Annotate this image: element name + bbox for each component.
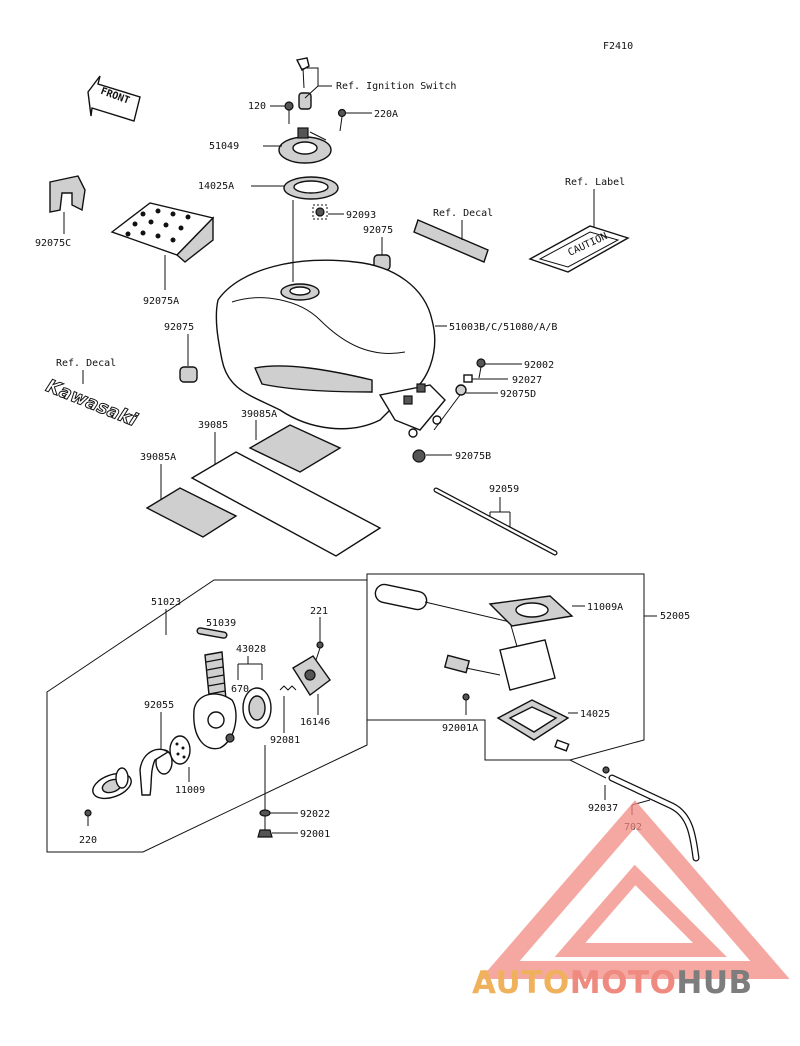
label-220a: 220A [374,109,398,120]
label-92093: 92093 [346,210,376,221]
screw-221-icon [315,641,324,661]
label-51049: 51049 [209,141,239,152]
bolt-92002-icon [476,358,486,379]
decal-strip-icon [413,219,489,263]
flange-plate-icon [92,767,132,800]
pad-39085a-left-icon [145,487,238,538]
label-92075c: 92075C [35,238,71,249]
kawasaki-text: Kawasaki [43,376,141,432]
watermark-auto: AUTO [472,965,570,1001]
label-39085: 39085 [198,420,228,431]
spring-92081-icon [279,685,297,691]
gasket-51039-icon [196,627,228,639]
watermark-text: AUTOMOTOHUB [472,965,753,1001]
ref-decal-right-label: Ref. Decal [433,208,493,219]
rubber-pad-icon [110,202,215,263]
label-51003: 51003B/C/51080/A/B [449,322,557,333]
label-16146: 16146 [300,717,330,728]
kawasaki-decal: Kawasaki [43,375,142,432]
label-92022: 92022 [300,809,330,820]
screw-220-icon [84,809,92,826]
damper-92075b-icon [412,449,426,463]
fuel-hose-702-icon [608,774,700,862]
label-92075-left: 92075 [164,322,194,333]
filter-11009-icon [169,735,191,765]
clamp-92037-icon [602,766,610,774]
label-670: 670 [231,684,249,695]
label-221: 221 [310,606,328,617]
ref-ignition-label: Ref. Ignition Switch [336,81,456,92]
fuel-cap-icon [278,127,332,164]
front-arrow: FRONT [87,75,141,122]
label-11009a: 11009A [587,602,623,613]
fuel-tank-icon [215,259,446,438]
level-sender-float-icon [374,583,428,611]
label-51039: 51039 [206,618,236,629]
bolt-220a-icon [337,108,347,132]
label-92059: 92059 [489,484,519,495]
label-51023: 51023 [151,597,181,608]
label-39085a-left: 39085A [140,452,176,463]
bolt-120-icon [284,101,294,124]
label-220: 220 [79,835,97,846]
label-92075b: 92075B [455,451,491,462]
label-14025: 14025 [580,709,610,720]
gasket-14025-icon [496,699,570,752]
label-92075: 92075 [363,225,393,236]
bolt-92001-icon [257,829,273,838]
label-92075d: 92075D [500,389,536,400]
ref-decal-left-label: Ref. Decal [56,358,116,369]
label-11009: 11009 [175,785,205,796]
label-43028: 43028 [236,644,266,655]
drain-hose-fitting-icon [312,204,328,220]
diaphragm-plate-icon [242,687,272,729]
label-92075a: 92075A [143,296,179,307]
rubber-bracket-icon [49,175,86,213]
label-14025a: 14025A [198,181,234,192]
sender-plate-icon [488,595,574,691]
strainer-icon [139,748,170,796]
pad-39085a-top-icon [248,424,342,473]
label-92002: 92002 [524,360,554,371]
fuel-cock-body-icon [193,651,237,750]
cover-16146-icon [292,655,331,697]
label-52005: 52005 [660,611,690,622]
label-39085a-top: 39085A [241,409,277,420]
fuel-cock-group-outline [46,579,368,853]
watermark-hub: HUB [676,965,753,1001]
caution-label-icon: CAUTION [528,225,630,273]
label-92081: 92081 [270,735,300,746]
breather-tube-icon [433,487,558,556]
washer-92022-icon [259,809,271,817]
fuel-gauge-group-outline [366,573,645,761]
watermark-logo [480,800,790,979]
label-92037: 92037 [588,803,618,814]
connector-icon [443,654,501,676]
label-92027: 92027 [512,375,542,386]
label-120: 120 [248,101,266,112]
watermark-moto: MOTO [569,965,677,1001]
damper-rubber-left-icon [179,366,198,383]
damper-92075d-icon [455,384,467,396]
screw-92001a-icon [462,693,470,715]
ignition-key-icon [295,57,312,110]
label-92001: 92001 [300,829,330,840]
ref-label-label: Ref. Label [565,177,625,188]
pad-39085-icon [190,451,382,557]
label-92001a: 92001A [442,723,478,734]
gasket-ring-icon [283,176,339,200]
figure-code: F2410 [603,41,633,52]
collar-92027-icon [463,374,473,383]
label-92055: 92055 [144,700,174,711]
